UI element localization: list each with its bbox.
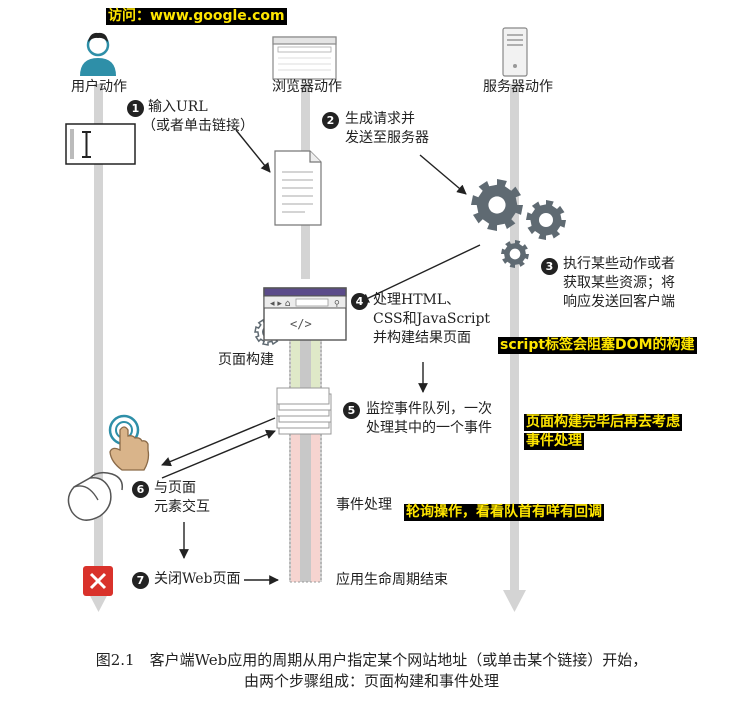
computer-mouse-icon xyxy=(67,471,124,521)
arrow-url-to-request xyxy=(235,129,271,173)
svg-text:⚲: ⚲ xyxy=(334,299,340,308)
step-3-line-3: 响应发送回客户端 xyxy=(563,294,675,310)
figure-caption-line-1: 图2.1 客户端Web应用的周期从用户指定某个网站地址（或单击某个链接）开始， xyxy=(95,651,648,669)
step-5-line-1: 监控事件队列，一次 xyxy=(366,401,492,417)
url-input-box-icon xyxy=(65,123,136,165)
svg-text:◂ ▸ ⌂: ◂ ▸ ⌂ xyxy=(270,299,291,309)
step-4-line-1: 处理HTML、 xyxy=(373,292,461,308)
event-queue-stack-icon xyxy=(276,387,332,435)
step-3-line-1: 执行某些动作或者 xyxy=(563,256,675,272)
lane-title-server: 服务器动作 xyxy=(483,79,553,95)
lane-title-browser: 浏览器动作 xyxy=(272,79,342,95)
step-number-6: 6 xyxy=(132,481,149,498)
step-5-line-2: 处理其中的一个事件 xyxy=(366,420,492,436)
arrow-response-to-browser xyxy=(359,244,481,303)
step-6-line-1: 与页面 xyxy=(154,480,196,496)
event-handling-label: 事件处理 xyxy=(336,497,392,513)
arrow-user-to-queue xyxy=(161,429,276,479)
step-1-line-2: （或者单击链接） xyxy=(142,118,254,134)
page-build-label: 页面构建 xyxy=(218,352,274,368)
lifecycle-end-label: 应用生命周期结束 xyxy=(336,572,448,588)
step-2-line-2: 发送至服务器 xyxy=(345,130,429,146)
step-2-line-1: 生成请求并 xyxy=(345,111,415,127)
rendered-page-window-icon: ◂ ▸ ⌂ ⚲ </> xyxy=(263,287,347,341)
script-blocking-note: script标签会阻塞DOM的构建 xyxy=(498,337,697,354)
step-3-line-2: 获取某些资源；将 xyxy=(563,275,675,291)
arrow-request-to-server xyxy=(419,154,467,195)
arrow-queue-to-user xyxy=(161,417,276,467)
after-build-note-line-1: 页面构建完毕后再去考虑 xyxy=(524,414,682,431)
step-4-line-3: 并构建结果页面 xyxy=(373,330,471,346)
lane-title-user: 用户动作 xyxy=(71,79,127,95)
gear-medium-icon xyxy=(526,200,566,240)
step-number-2: 2 xyxy=(322,112,339,129)
figure-caption-line-2: 由两个步骤组成：页面构建和事件处理 xyxy=(243,672,499,690)
visit-url-banner: 访问：www.google.com xyxy=(106,8,287,25)
step-7-line-1: 关闭Web页面 xyxy=(154,571,241,587)
after-build-note-line-2: 事件处理 xyxy=(524,433,584,450)
hand-pointer-icon xyxy=(108,414,150,471)
code-glyph: </> xyxy=(290,317,312,331)
step-number-4: 4 xyxy=(351,293,368,310)
step-number-5: 5 xyxy=(343,402,360,419)
gear-large-icon xyxy=(471,179,523,231)
gear-small-icon xyxy=(501,240,529,268)
step-number-7: 7 xyxy=(132,572,149,589)
request-document-icon xyxy=(274,150,322,226)
browser-lane-line xyxy=(289,84,322,583)
step-number-3: 3 xyxy=(541,258,558,275)
polling-note: 轮询操作，看看队首有咩有回调 xyxy=(404,504,604,521)
close-window-icon xyxy=(83,566,113,596)
step-1-line-1: 输入URL xyxy=(148,99,208,115)
step-6-line-2: 元素交互 xyxy=(154,499,210,515)
browser-window-icon xyxy=(272,36,337,80)
server-tower-icon xyxy=(502,27,528,77)
step-number-1: 1 xyxy=(127,100,144,117)
step-4-line-2: CSS和JavaScript xyxy=(373,311,491,327)
user-person-icon xyxy=(80,32,116,76)
